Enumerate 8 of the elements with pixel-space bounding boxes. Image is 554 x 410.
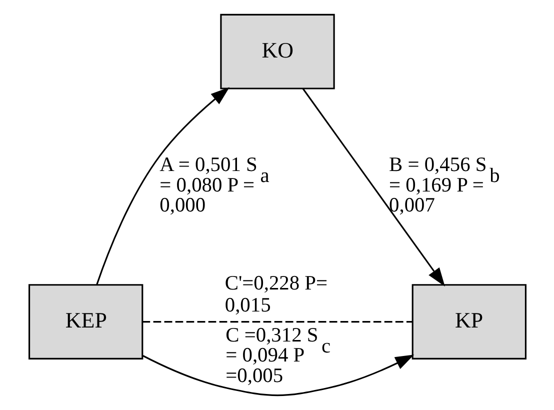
arrow xyxy=(142,354,414,396)
connector xyxy=(142,321,412,323)
arrow xyxy=(96,87,230,285)
node-box: KP xyxy=(411,284,526,360)
arrow xyxy=(302,88,444,287)
node-box: KEP xyxy=(28,284,143,360)
edge-label: C'=0,228 P= 0,015 xyxy=(224,272,328,316)
node-box: KO xyxy=(220,14,334,90)
